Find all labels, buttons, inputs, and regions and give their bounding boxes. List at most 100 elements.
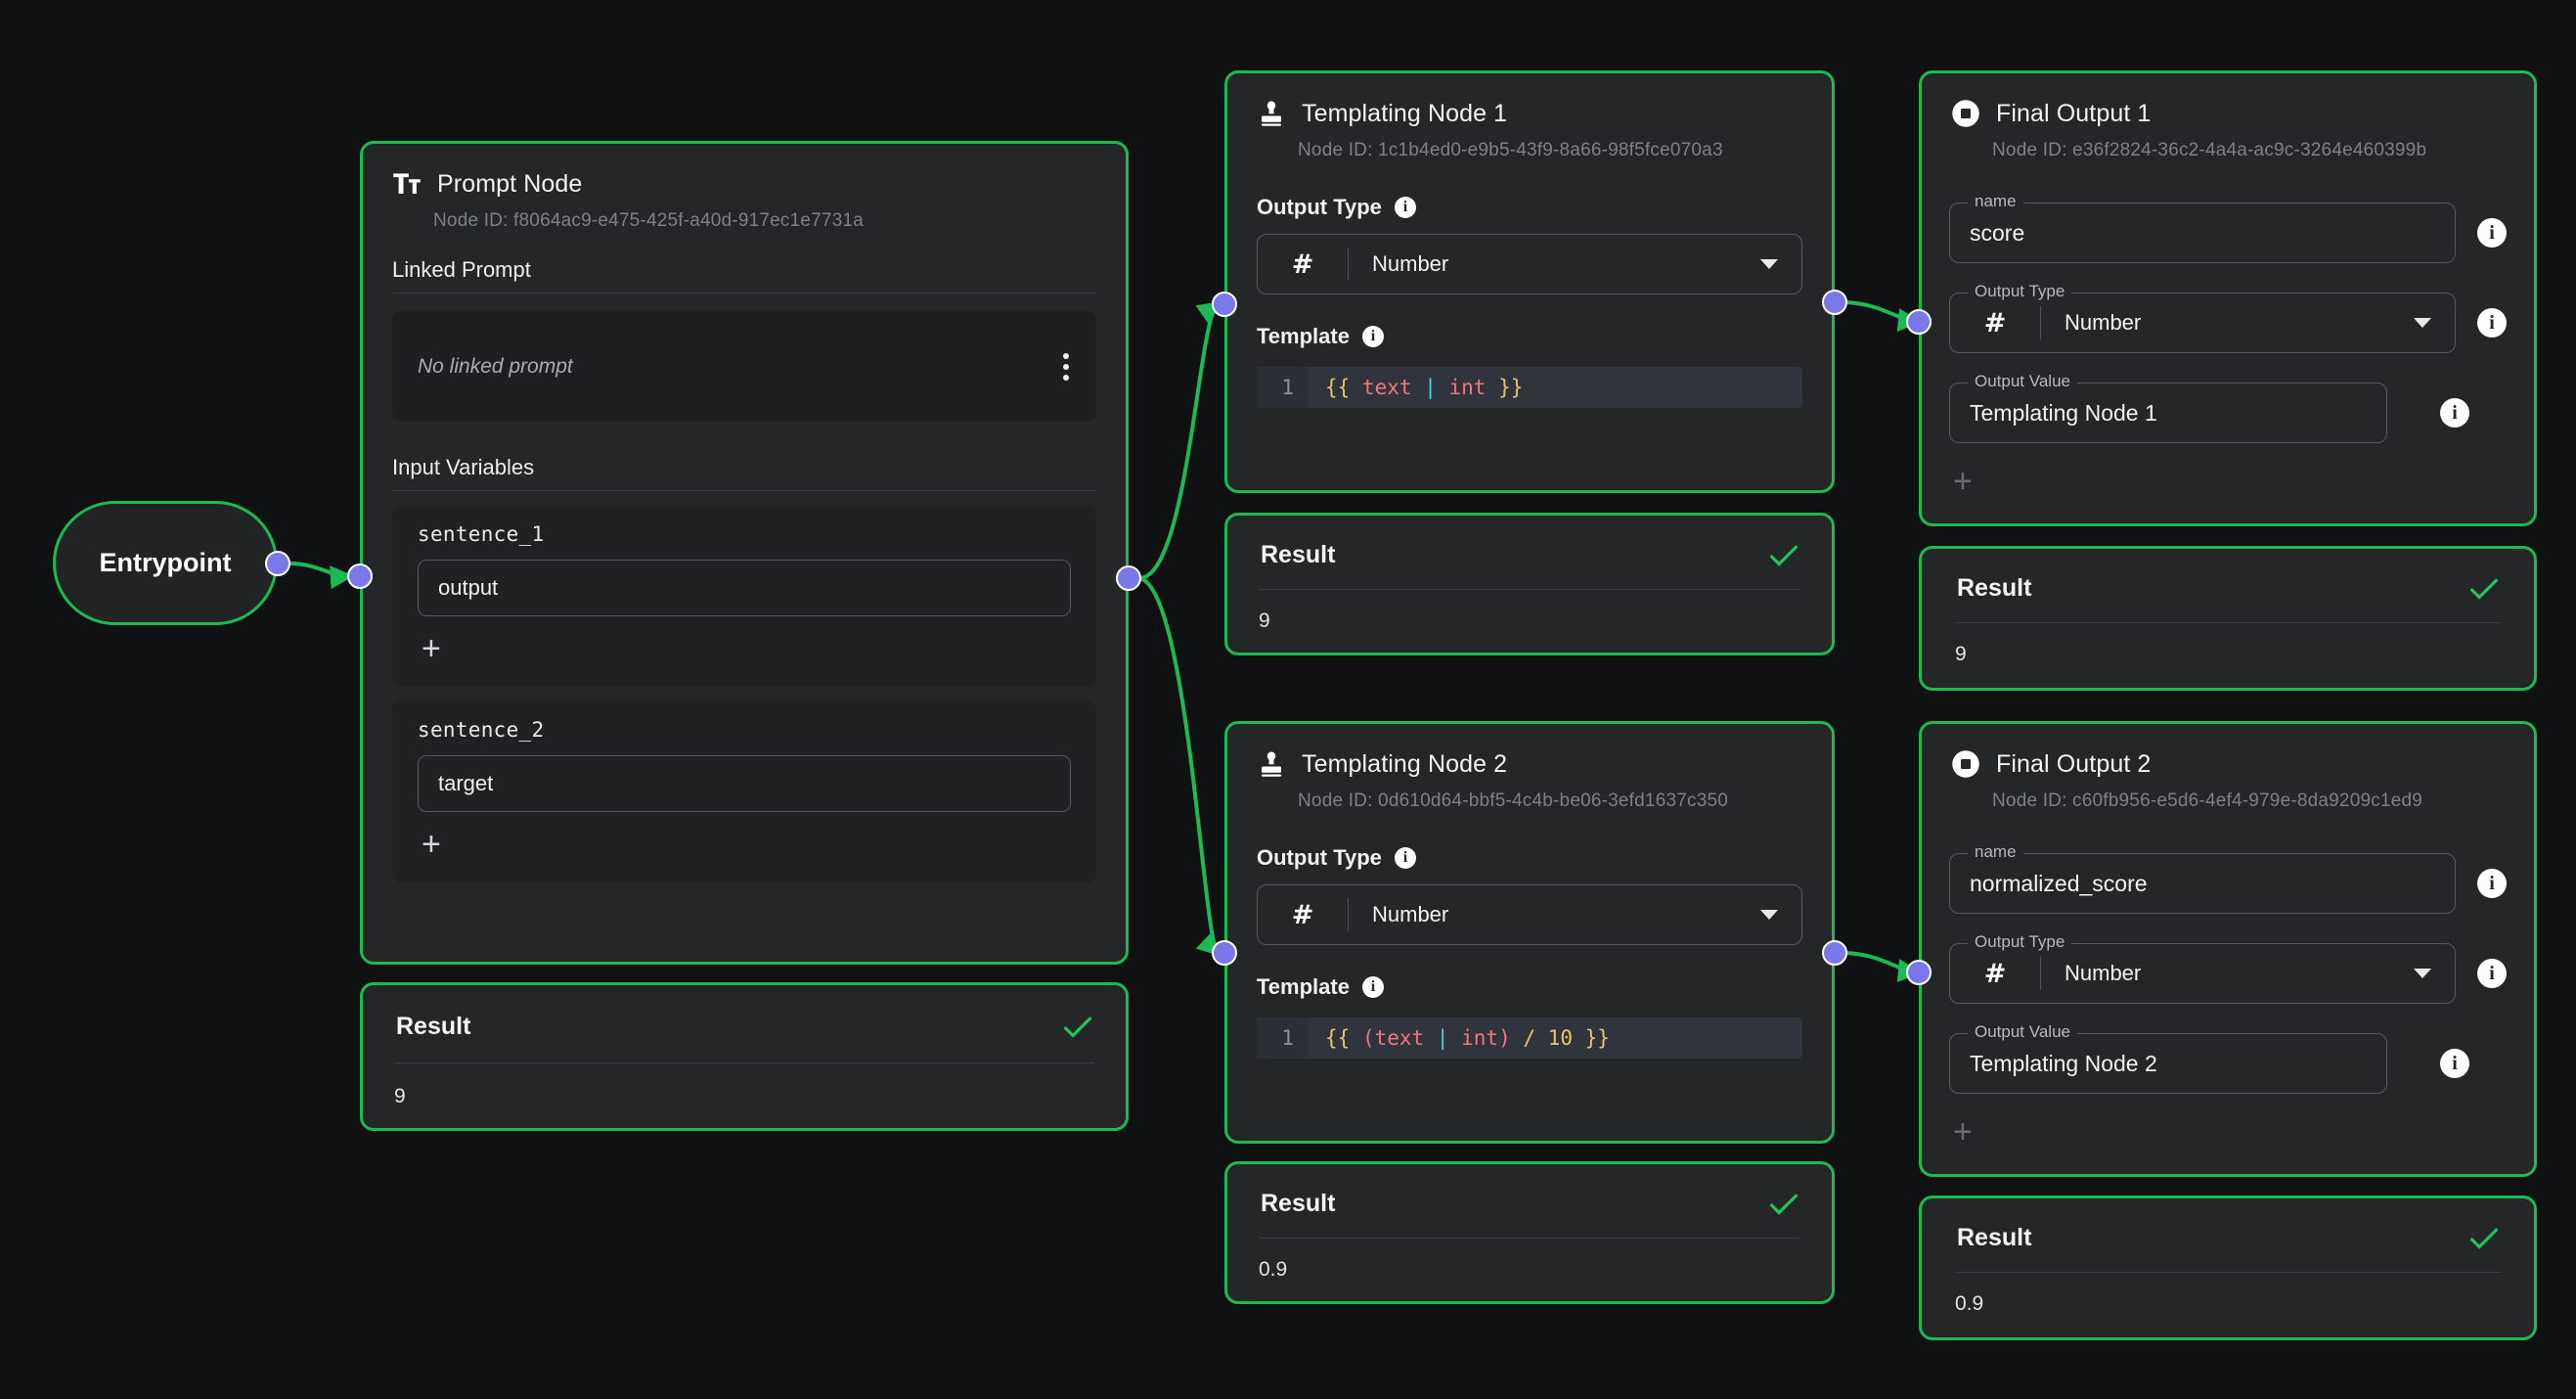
result-title: Result <box>396 1013 471 1040</box>
result-value: 9 <box>1955 643 1967 665</box>
templating-node-1-output-handle[interactable] <box>1822 290 1847 315</box>
templating-node-2-card[interactable]: Templating Node 2 Node ID: 0d610d64-bbf5… <box>1224 721 1835 1144</box>
output-type-value: Number <box>2065 310 2142 335</box>
final-output-2-card[interactable]: Final Output 2 Node ID: c60fb956-e5d6-4e… <box>1919 721 2537 1177</box>
prompt-node-input-handle[interactable] <box>347 564 373 589</box>
output-value-field[interactable]: Output Value Templating Node 1 <box>1949 372 2387 443</box>
templating-node-1-card[interactable]: Templating Node 1 Node ID: 1c1b4ed0-e9b5… <box>1224 70 1835 493</box>
divider <box>1348 898 1349 931</box>
final-output-2-title: Final Output 2 <box>1996 749 2152 778</box>
info-icon[interactable]: i <box>2477 218 2507 248</box>
templating-node-1-input-handle[interactable] <box>1212 292 1237 317</box>
result-value: 0.9 <box>1259 1258 1288 1281</box>
stamp-icon <box>1262 751 1281 777</box>
stop-square-icon <box>1952 750 1979 778</box>
text-format-icon <box>393 173 421 194</box>
output-value-label: Output Value <box>1968 372 2077 391</box>
templating-node-2-input-handle[interactable] <box>1212 940 1237 966</box>
templating-node-2-result-card[interactable]: Result 0.9 <box>1224 1161 1835 1304</box>
name-field[interactable]: name normalized_score <box>1949 842 2456 914</box>
output-value-field-row: Output Value Templating Node 1 i <box>1949 372 2507 443</box>
entrypoint-label: Entrypoint <box>99 548 232 577</box>
entrypoint-output-handle[interactable] <box>265 551 290 576</box>
template-code-editor[interactable]: 1 {{ text | int }} <box>1257 367 1802 408</box>
info-icon[interactable]: i <box>1361 976 1384 998</box>
final-output-1-id: Node ID: e36f2824-36c2-4a4a-ac9c-3264e46… <box>1992 140 2427 160</box>
templating-node-1-header: Templating Node 1 <box>1227 73 1832 128</box>
final-output-2-header: Final Output 2 <box>1922 724 2534 779</box>
output-type-select[interactable]: Output Type # Number <box>1949 282 2456 353</box>
output-value-field[interactable]: Output Value Templating Node 2 <box>1949 1022 2387 1094</box>
prompt-node-card[interactable]: Prompt Node Node ID: f8064ac9-e475-425f-… <box>360 141 1129 965</box>
templating-node-1-title: Templating Node 1 <box>1302 99 1508 127</box>
name-field-value: score <box>1970 219 2025 246</box>
info-icon[interactable]: i <box>1394 847 1416 869</box>
templating-node-2-output-handle[interactable] <box>1822 940 1847 966</box>
info-icon[interactable]: i <box>1394 197 1416 218</box>
info-icon[interactable]: i <box>2477 959 2507 988</box>
chevron-down-icon[interactable] <box>2414 318 2431 328</box>
result-value: 9 <box>394 1085 406 1107</box>
chevron-down-icon[interactable] <box>1760 910 1778 920</box>
divider <box>1955 622 2501 623</box>
input-variables-label: Input Variables <box>392 455 535 479</box>
code-line[interactable]: {{ text | int }} <box>1325 376 1524 399</box>
info-icon[interactable]: i <box>2477 308 2507 338</box>
edge-prompt-to-templating-1 <box>1138 301 1221 580</box>
result-title: Result <box>1261 1190 1336 1217</box>
code-line[interactable]: {{ (text | int) / 10 }} <box>1325 1026 1610 1050</box>
templating-node-1-result-card[interactable]: Result 9 <box>1224 513 1835 655</box>
output-type-select[interactable]: # Number <box>1257 884 1802 945</box>
prompt-node-output-handle[interactable] <box>1116 565 1141 591</box>
input-variable-value: output <box>438 575 499 600</box>
chevron-down-icon[interactable] <box>1760 259 1778 269</box>
input-variable-value-field[interactable]: output <box>418 560 1071 616</box>
linked-prompt-box[interactable]: No linked prompt <box>392 311 1096 422</box>
number-type-glyph: # <box>1983 307 2007 338</box>
code-line-number: 1 <box>1257 367 1308 408</box>
templating-node-2-id: Node ID: 0d610d64-bbf5-4c4b-be06-3efd163… <box>1298 790 1728 811</box>
add-variable-button[interactable]: + <box>422 826 441 863</box>
final-output-1-card[interactable]: Final Output 1 Node ID: e36f2824-36c2-4a… <box>1919 70 2537 526</box>
output-value-value: Templating Node 2 <box>1970 1050 2157 1076</box>
divider <box>2040 306 2041 339</box>
templating-node-2-title: Templating Node 2 <box>1302 749 1508 778</box>
edge-entrypoint-to-prompt <box>289 562 354 590</box>
input-variable-value: target <box>438 771 494 795</box>
edge-prompt-to-templating-2 <box>1138 576 1221 957</box>
info-icon[interactable]: i <box>2440 1049 2469 1078</box>
info-icon[interactable]: i <box>1361 326 1384 347</box>
divider <box>392 490 1096 491</box>
entrypoint-node[interactable]: Entrypoint <box>53 501 278 625</box>
output-type-select[interactable]: # Number <box>1257 234 1802 294</box>
final-output-1-result-card[interactable]: Result 9 <box>1919 546 2537 691</box>
final-output-2-result-card[interactable]: Result 0.9 <box>1919 1196 2537 1340</box>
linked-prompt-label: Linked Prompt <box>392 257 531 282</box>
template-code-editor[interactable]: 1 {{ (text | int) / 10 }} <box>1257 1017 1802 1059</box>
result-header: Result <box>1955 1224 2501 1252</box>
output-type-field-row: Output Type # Number i <box>1949 932 2507 1004</box>
output-type-select[interactable]: Output Type # Number <box>1949 932 2456 1004</box>
info-icon[interactable]: i <box>2477 869 2507 898</box>
kebab-menu-icon[interactable] <box>1063 352 1069 381</box>
add-output-button[interactable]: + <box>1953 463 1973 500</box>
result-value: 0.9 <box>1955 1292 1984 1315</box>
info-icon[interactable]: i <box>2440 398 2469 428</box>
final-output-2-input-handle[interactable] <box>1906 960 1932 985</box>
output-type-label: Output Type <box>1257 195 1382 219</box>
prompt-node-id: Node ID: f8064ac9-e475-425f-a40d-917ec1e… <box>433 210 864 231</box>
output-type-value: Number <box>2065 961 2142 985</box>
add-output-button[interactable]: + <box>1953 1113 1973 1151</box>
final-output-2-id: Node ID: c60fb956-e5d6-4ef4-979e-8da9209… <box>1992 790 2422 811</box>
add-variable-button[interactable]: + <box>422 630 441 667</box>
final-output-1-header: Final Output 1 <box>1922 73 2534 128</box>
final-output-1-input-handle[interactable] <box>1906 309 1932 335</box>
chevron-down-icon[interactable] <box>2414 969 2431 978</box>
output-value-field-row: Output Value Templating Node 2 i <box>1949 1022 2507 1094</box>
input-variable-value-field[interactable]: target <box>418 755 1071 812</box>
name-field[interactable]: name score <box>1949 192 2456 263</box>
prompt-node-result-card[interactable]: Result 9 <box>360 982 1129 1131</box>
result-header: Result <box>1955 574 2501 603</box>
name-field-value: normalized_score <box>1970 870 2148 896</box>
